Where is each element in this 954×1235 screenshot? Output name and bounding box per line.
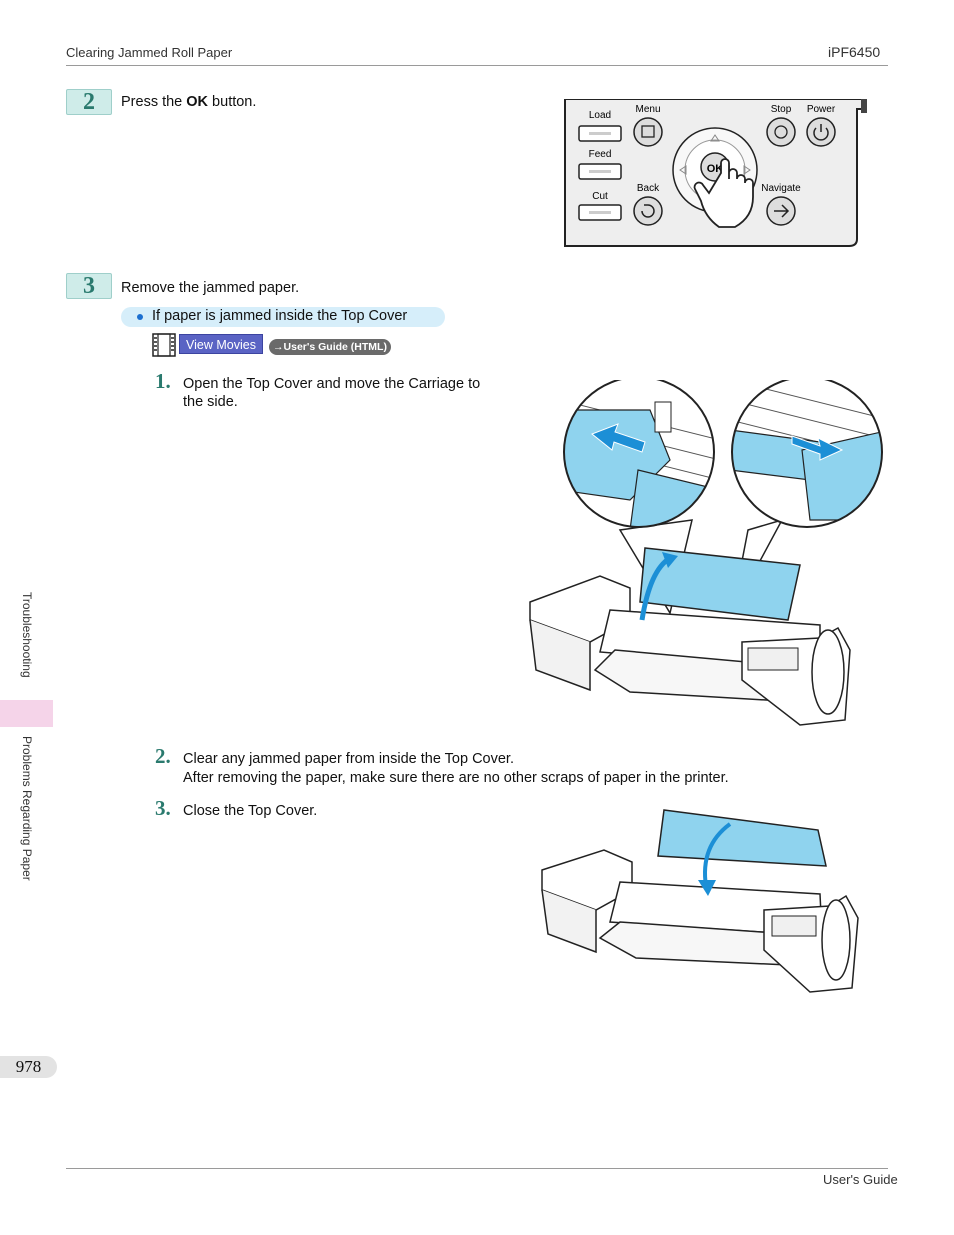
close-cover-arrow-icon [703, 822, 732, 887]
substep-2-line1: Clear any jammed paper from inside the T… [183, 751, 514, 767]
top-cover-open-icon [639, 547, 801, 621]
step-3-text: Remove the jammed paper. [121, 280, 300, 296]
svg-text:Feed: Feed [589, 149, 612, 160]
footer-rule [66, 1168, 888, 1169]
svg-text:Power: Power [807, 104, 836, 115]
substep-3-line1: Close the Top Cover. [183, 803, 318, 819]
menu-button-icon [633, 117, 663, 147]
header-rule [66, 65, 888, 66]
svg-text:OK: OK [707, 163, 724, 175]
step-2-text: Press the OK button. [121, 94, 257, 110]
svg-text:Cut: Cut [592, 191, 608, 202]
substep-1-line2: the side. [183, 394, 238, 410]
substep-1-number: 1. [155, 369, 171, 393]
carriage-zoom-right [732, 380, 882, 527]
running-footer-guide: User's Guide [823, 1172, 898, 1187]
back-button-icon [633, 196, 663, 226]
running-header-section: Clearing Jammed Roll Paper [66, 45, 233, 60]
side-tab-troubleshooting[interactable]: Troubleshooting [20, 592, 34, 678]
cut-button-icon: Cut [578, 191, 622, 221]
substep-2-line2: After removing the paper, make sure ther… [183, 770, 729, 786]
page-number: 978 [0, 1056, 57, 1078]
running-header-model: iPF6450 [828, 44, 881, 60]
feed-button-icon: Feed [578, 149, 622, 180]
substep-1-line1: Open the Top Cover and move the Carriage… [183, 376, 481, 392]
step-2-badge: 2 [66, 89, 112, 115]
load-button-icon: Load [578, 110, 622, 142]
carriage-zoom-left [564, 380, 714, 527]
control-panel-illustration: Load Feed Cut Menu Back OK Stop Power Na… [564, 99, 867, 247]
svg-text:Back: Back [637, 183, 660, 194]
bullet-top-cover: If paper is jammed inside the Top Cover [121, 307, 445, 327]
open-top-cover-illustration [529, 380, 883, 726]
move-right-arrow-icon [791, 435, 844, 461]
side-tab-highlight [0, 700, 53, 727]
side-tab-problems-regarding-paper[interactable]: Problems Regarding Paper [20, 736, 34, 881]
users-guide-html-link[interactable]: →User's Guide (HTML) [269, 339, 391, 355]
svg-text:Stop: Stop [771, 104, 792, 115]
svg-text:Menu: Menu [635, 104, 660, 115]
stop-button-icon [766, 117, 796, 147]
pointing-hand-icon [693, 158, 754, 228]
top-cover-closing-icon [657, 809, 827, 867]
svg-text:Load: Load [589, 110, 611, 121]
substep-2-number: 2. [155, 744, 171, 768]
view-movies-button[interactable]: View Movies [179, 334, 263, 354]
bullet-label: If paper is jammed inside the Top Cover [152, 308, 408, 324]
move-left-arrow-icon [591, 423, 646, 453]
step-3-badge: 3 [66, 273, 112, 299]
close-top-cover-illustration [541, 809, 859, 993]
svg-text:Navigate: Navigate [761, 183, 801, 194]
substep-3-number: 3. [155, 796, 171, 820]
bullet-icon [137, 314, 143, 320]
film-strip-icon [152, 333, 176, 357]
